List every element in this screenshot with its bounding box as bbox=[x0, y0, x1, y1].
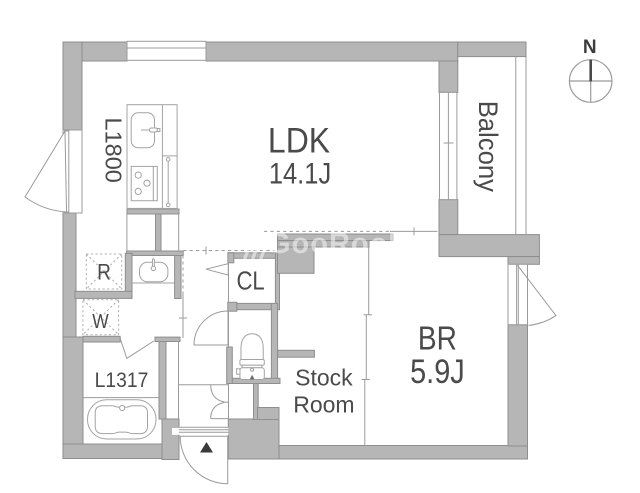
svg-text:BR: BR bbox=[418, 320, 457, 357]
svg-text:Balcony: Balcony bbox=[473, 101, 504, 193]
svg-text:CL: CL bbox=[236, 267, 264, 296]
svg-text:Room: Room bbox=[293, 392, 354, 418]
svg-text:GooRooM: GooRooM bbox=[268, 228, 414, 260]
svg-text:N: N bbox=[583, 37, 597, 58]
svg-text:L1317: L1317 bbox=[95, 369, 149, 392]
svg-text:Stock: Stock bbox=[295, 364, 353, 390]
svg-text:L1800: L1800 bbox=[101, 118, 127, 183]
svg-text:///: /// bbox=[241, 236, 270, 268]
svg-text:14.1J: 14.1J bbox=[269, 156, 331, 189]
svg-text:5.9J: 5.9J bbox=[410, 352, 465, 391]
svg-text:W: W bbox=[92, 311, 108, 334]
svg-text:LDK: LDK bbox=[268, 121, 331, 161]
svg-text:R: R bbox=[97, 260, 111, 285]
